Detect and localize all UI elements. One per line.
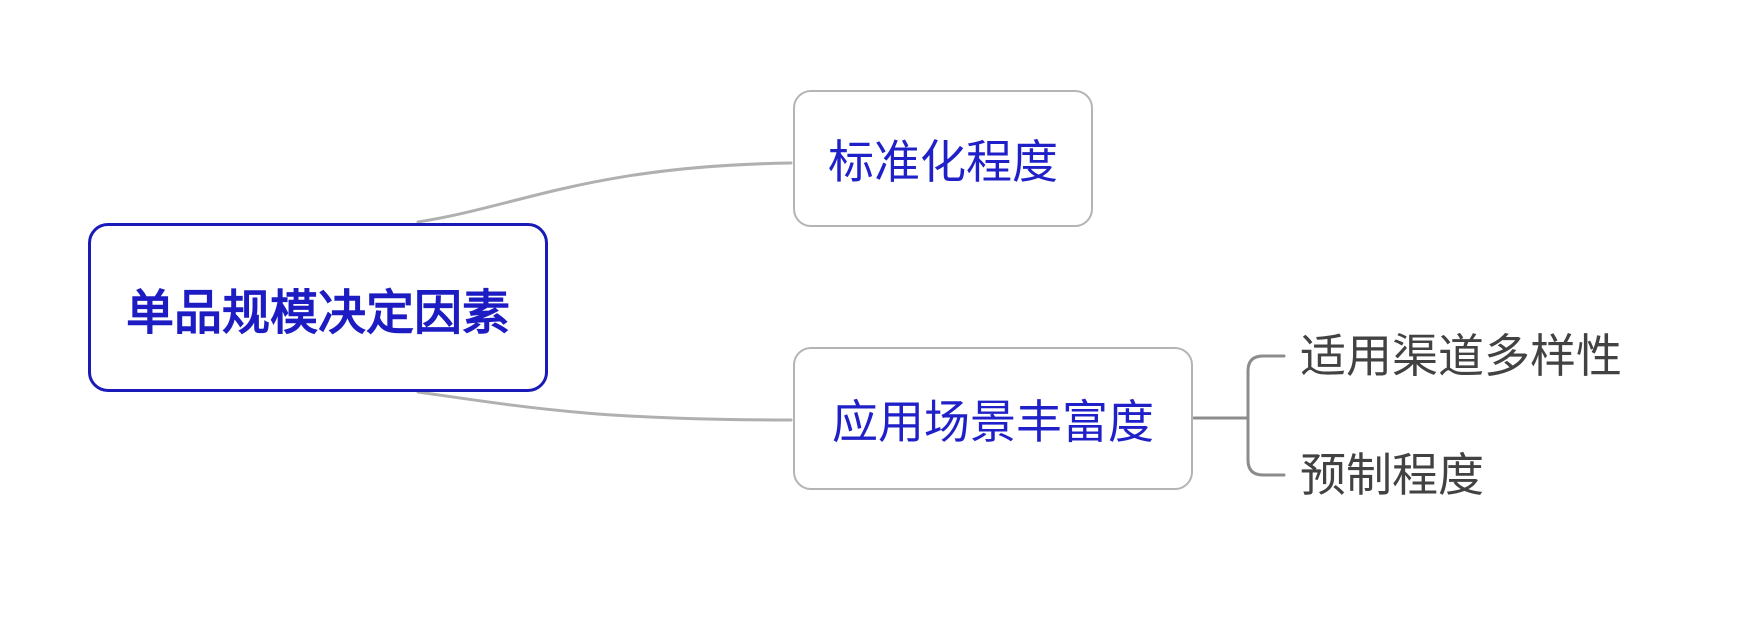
leaf-node-channel-diversity[interactable]: 适用渠道多样性 xyxy=(1300,329,1622,383)
branch-to-premade-degree xyxy=(1246,416,1286,477)
root-node[interactable]: 单品规模决定因素 xyxy=(88,223,548,392)
branch-root-to-application xyxy=(416,390,793,422)
leaf-node-premade-degree[interactable]: 预制程度 xyxy=(1300,448,1484,502)
branch-root-to-standardization xyxy=(416,161,793,224)
child-node-application-scenarios[interactable]: 应用场景丰富度 xyxy=(793,347,1193,490)
branch-to-channel-diversity xyxy=(1246,354,1286,420)
child-node-standardization[interactable]: 标准化程度 xyxy=(793,90,1093,227)
